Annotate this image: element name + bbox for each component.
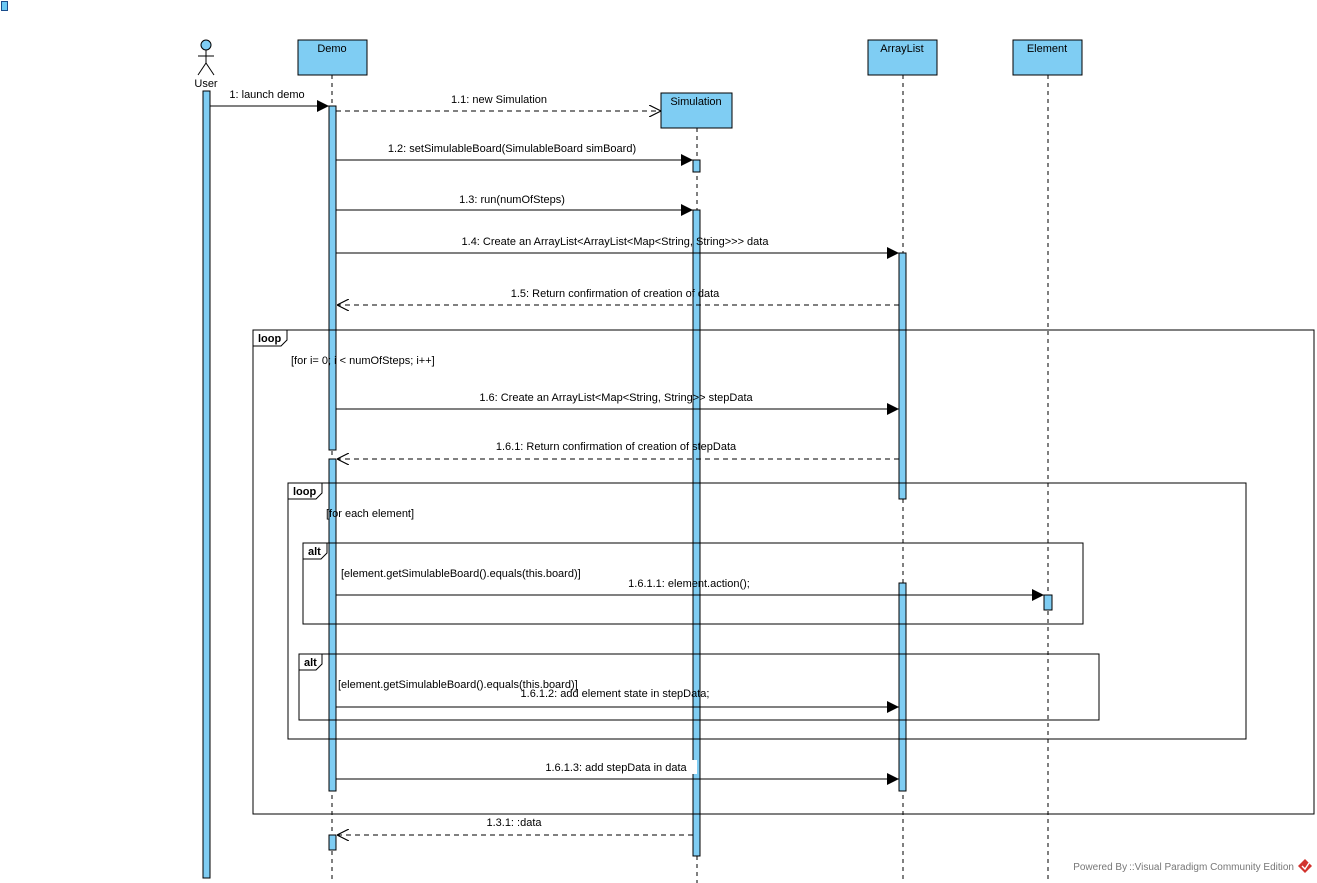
fragment-tab xyxy=(298,653,323,671)
message-1-3[interactable]: 1.3: run(numOfSteps) xyxy=(336,194,693,216)
activation-element-1 xyxy=(1043,594,1053,611)
lifeline-head-demo xyxy=(297,39,368,76)
fragment-guard: [for i= 0; i < numOfSteps; i++] xyxy=(291,355,435,367)
message-1[interactable]: 1: launch demo xyxy=(210,89,329,112)
fragment-tab xyxy=(287,482,323,500)
activation-arraylist-2 xyxy=(898,582,907,792)
lifeline-label-element: Element xyxy=(1027,43,1067,55)
lifeline-label-arraylist: ArrayList xyxy=(880,43,923,55)
message-1-6-1[interactable]: 1.6.1: Return confirmation of creation o… xyxy=(337,441,899,459)
activation-simulation-2 xyxy=(692,209,701,857)
message-label: 1.4: Create an ArrayList<ArrayList<Map<S… xyxy=(462,236,770,248)
fragment-operator: alt xyxy=(304,657,317,669)
message-1-2[interactable]: 1.2: setSimulableBoard(SimulableBoard si… xyxy=(336,143,693,166)
message-label: 1.3: run(numOfSteps) xyxy=(459,194,565,206)
activation-arraylist-1 xyxy=(898,252,907,500)
message-1-4[interactable]: 1.4: Create an ArrayList<ArrayList<Map<S… xyxy=(336,236,899,259)
message-label: 1: launch demo xyxy=(229,89,304,101)
lifeline-simulation[interactable]: Simulation xyxy=(660,92,733,129)
fragment-loop-outer[interactable]: loop [for i= 0; i < numOfSteps; i++] xyxy=(252,329,1315,815)
corner-marker xyxy=(1,1,8,11)
message-label: 1.3.1: :data xyxy=(486,817,542,829)
message-label: 1.2: setSimulableBoard(SimulableBoard si… xyxy=(388,143,636,155)
message-1-6-1-3[interactable]: 1.6.1.3: add stepData in data xyxy=(336,760,899,785)
message-1-6-1-1[interactable]: 1.6.1.1: element.action(); xyxy=(336,578,1044,601)
fragment-guard: [element.getSimulableBoard().equals(this… xyxy=(341,568,581,580)
fragment-operator: loop xyxy=(258,333,281,345)
fragment-operator: loop xyxy=(293,486,316,498)
lifeline-head-element xyxy=(1012,39,1083,76)
message-1-3-1[interactable]: 1.3.1: :data xyxy=(337,815,693,835)
lifeline-head-arraylist xyxy=(867,39,938,76)
footer-text: Powered By ::Visual Paradigm Community E… xyxy=(1073,862,1294,873)
lifeline-label-demo: Demo xyxy=(317,43,346,55)
lifeline-arraylist[interactable]: ArrayList xyxy=(867,39,938,76)
message-1-6-1-2[interactable]: 1.6.1.2: add element state in stepData; xyxy=(336,688,899,713)
message-1-5[interactable]: 1.5: Return confirmation of creation of … xyxy=(337,288,899,305)
footer: Powered By ::Visual Paradigm Community E… xyxy=(1073,859,1312,873)
lifeline-label-simulation: Simulation xyxy=(670,96,721,108)
visual-paradigm-logo-icon xyxy=(1298,859,1312,873)
fragment-loop-inner[interactable]: loop [for each element] xyxy=(287,482,1247,740)
activation-demo-2 xyxy=(328,458,337,792)
activation-simulation-1 xyxy=(692,159,701,173)
fragment-guard: [for each element] xyxy=(326,508,414,520)
fragment-frame xyxy=(252,329,1315,815)
message-label: 1.5: Return confirmation of creation of … xyxy=(511,288,720,300)
fragment-alt-1[interactable]: alt [element.getSimulableBoard().equals(… xyxy=(302,542,1084,625)
fragment-alt-2[interactable]: alt [element.getSimulableBoard().equals(… xyxy=(298,653,1100,721)
message-label: 1.6.1.2: add element state in stepData; xyxy=(521,688,710,700)
actor-label: User xyxy=(194,78,218,90)
message-label-bg xyxy=(478,815,548,829)
message-label: 1.6.1.1: element.action(); xyxy=(628,578,750,590)
fragment-frame xyxy=(287,482,1247,740)
actor-icon xyxy=(197,39,215,76)
lifeline-demo[interactable]: Demo xyxy=(297,39,368,76)
message-label: 1.1: new Simulation xyxy=(451,94,547,106)
fragment-tab xyxy=(302,542,328,560)
message-label: 1.6: Create an ArrayList<Map<String, Str… xyxy=(479,392,753,404)
actor-user[interactable]: User xyxy=(194,39,218,879)
activation-user xyxy=(202,90,211,879)
fragment-operator: alt xyxy=(308,546,321,558)
message-label: 1.6.1: Return confirmation of creation o… xyxy=(496,441,737,453)
message-label-bg xyxy=(543,760,697,774)
fragment-guard: [element.getSimulableBoard().equals(this… xyxy=(338,679,578,691)
lifeline-element[interactable]: Element xyxy=(1012,39,1083,76)
fragment-tab xyxy=(252,329,288,347)
message-label: 1.6.1.3: add stepData in data xyxy=(545,762,687,774)
fragment-frame xyxy=(298,653,1100,721)
activation-bars xyxy=(328,105,1053,857)
fragment-frame xyxy=(302,542,1084,625)
activation-demo-3 xyxy=(328,834,337,851)
message-1-6[interactable]: 1.6: Create an ArrayList<Map<String, Str… xyxy=(336,392,899,415)
activation-demo-1 xyxy=(328,105,337,451)
messages: 1: launch demo 1.1: new Simulation 1.2: … xyxy=(210,89,1044,835)
message-1-1[interactable]: 1.1: new Simulation xyxy=(336,94,661,111)
